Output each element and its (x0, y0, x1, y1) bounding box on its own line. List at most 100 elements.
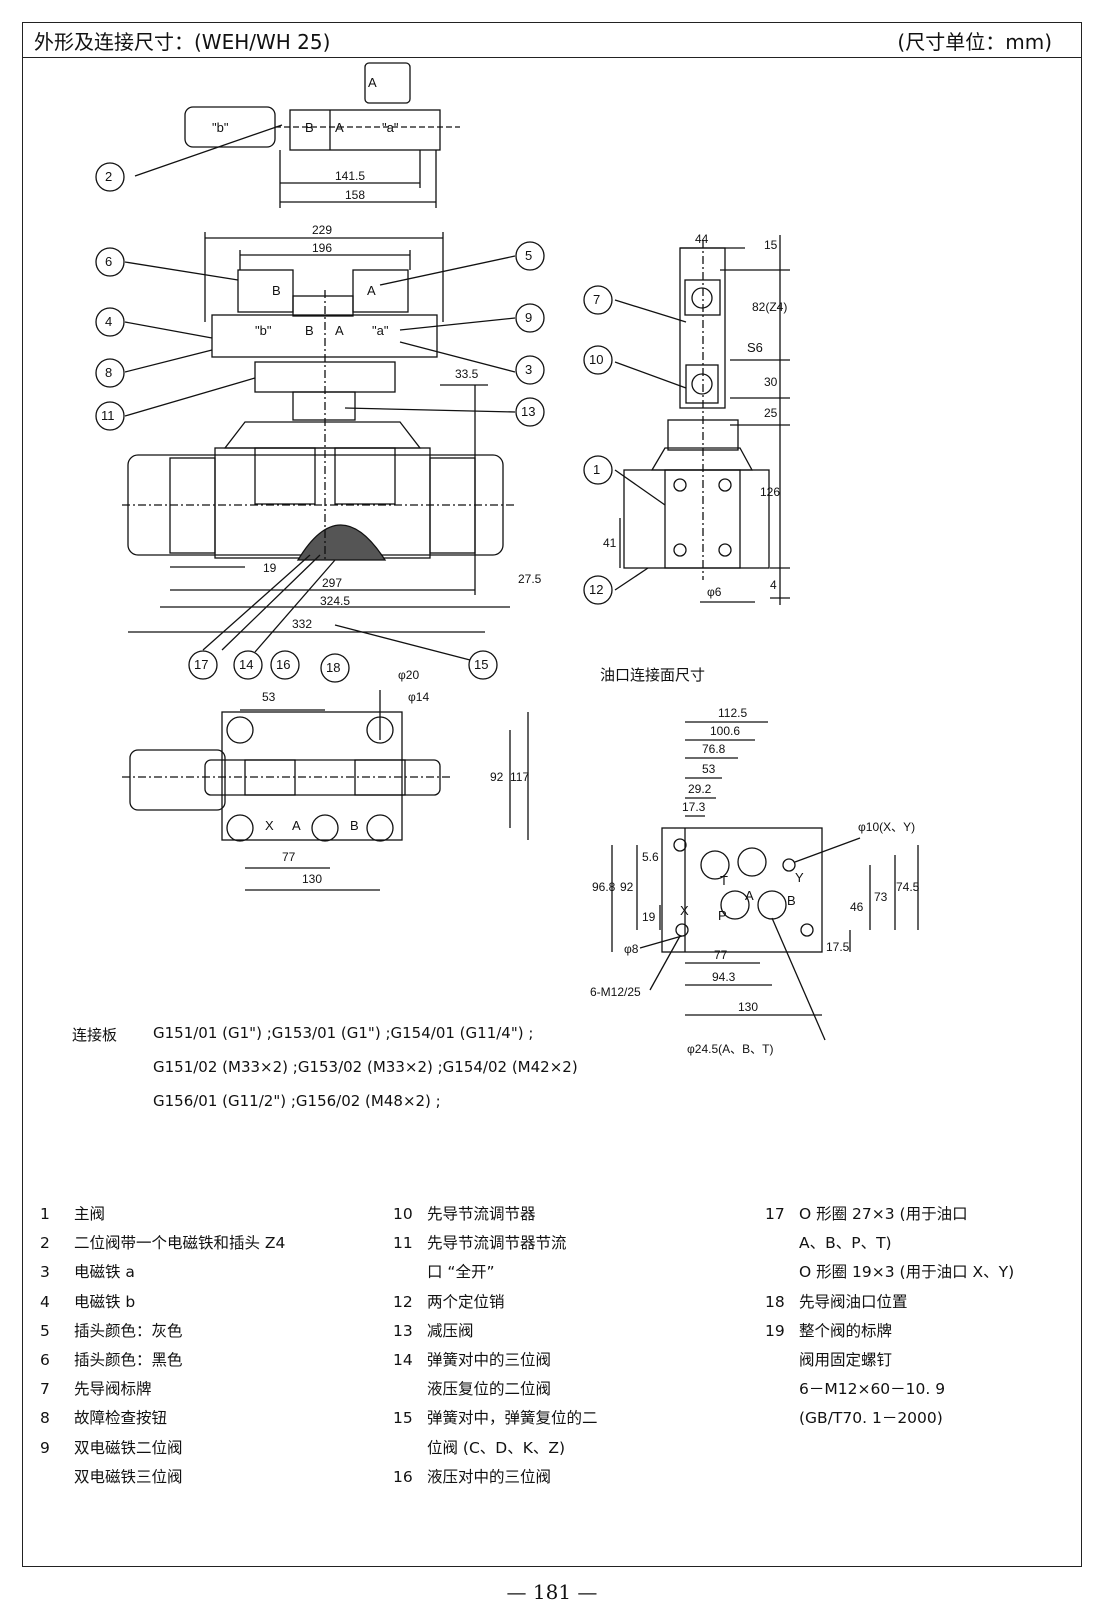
dim-41: 41 (603, 536, 617, 550)
port-a-label: A (292, 818, 301, 833)
dim-196: 196 (312, 241, 333, 255)
dim-46: 46 (850, 900, 864, 914)
connection-plate-line: G156/01 (G11/2") ;G156/02 (M48×2) ; (153, 1092, 441, 1110)
face-b-label: B (787, 893, 796, 908)
dim-15: 15 (764, 238, 778, 252)
port-x-label: X (265, 818, 274, 833)
dim-96-8: 96.8 (592, 880, 616, 894)
callout-12: 12 (589, 582, 604, 597)
solenoid-a-label: A (367, 283, 376, 298)
dim-92-face: 92 (620, 880, 634, 894)
dim-77-face: 77 (714, 948, 728, 962)
dim-297: 297 (322, 576, 343, 590)
callout-2: 2 (105, 169, 113, 184)
callout-4: 4 (105, 314, 113, 329)
dim-82-z4: 82(Z4) (752, 300, 788, 314)
dim-29-2: 29.2 (688, 782, 712, 796)
connection-plate-label: 连接板 (72, 1026, 118, 1044)
dim-27-5: 27.5 (518, 572, 542, 586)
connection-plate-line: G151/01 (G1") ;G153/01 (G1") ;G154/01 (G… (153, 1024, 534, 1042)
dim-229: 229 (312, 223, 333, 237)
page-frame (22, 22, 1082, 1567)
dim-117: 117 (510, 770, 530, 784)
dim-112-5: 112.5 (718, 706, 748, 720)
dim-19-face: 19 (642, 910, 656, 924)
callout-18: 18 (326, 660, 341, 675)
dim-130-face: 130 (738, 1000, 759, 1014)
dim-76-8: 76.8 (702, 742, 726, 756)
page-number: — 181 — (506, 1580, 598, 1604)
units-note: (尺寸单位：mm) (897, 30, 1052, 54)
dim-phi14: φ14 (408, 690, 430, 704)
dim-phi8: φ8 (624, 942, 639, 956)
dim-6-m12: 6-M12/25 (590, 985, 641, 999)
dim-100-6: 100.6 (710, 724, 741, 738)
s6-label: S6 (747, 340, 763, 355)
callout-1: 1 (593, 462, 601, 477)
solenoid-b-label: B (272, 283, 281, 298)
callout-16: 16 (276, 657, 291, 672)
callout-3: 3 (525, 362, 533, 377)
dim-126: 126 (760, 485, 781, 499)
dim-phi10-xy: φ10(X、Y) (858, 820, 916, 834)
callout-10: 10 (589, 352, 604, 367)
solenoid-b-label-top: B (305, 120, 314, 135)
page-title: 外形及连接尺寸：(WEH/WH 25) (34, 30, 331, 54)
dim-4: 4 (770, 578, 777, 592)
dim-73: 73 (874, 890, 888, 904)
face-p-label: P (718, 908, 727, 923)
callout-7: 7 (593, 292, 601, 307)
legend-item: 双电磁铁三位阀 (74, 1467, 183, 1486)
dim-top-158: 158 (345, 188, 366, 202)
legend-item: 位阀 (C、D、K、Z) (427, 1438, 566, 1457)
page-header: 外形及连接尺寸：(WEH/WH 25) (尺寸单位：mm) (22, 22, 1082, 58)
dim-130: 130 (302, 872, 323, 886)
callout-17: 17 (194, 657, 209, 672)
legend-item: (GB/T70. 1－2000) (799, 1409, 943, 1428)
legend-item: 6－M12×60－10. 9 (799, 1380, 946, 1399)
legend-item: A、B、P、T) (799, 1234, 892, 1253)
dim-53-face: 53 (702, 762, 716, 776)
face-x-label: X (680, 903, 689, 918)
dim-phi6: φ6 (707, 585, 722, 599)
port-b-label: B (350, 818, 359, 833)
legend-item: 口 “全开” (427, 1263, 495, 1282)
callout-8: 8 (105, 365, 113, 380)
plug-a-label-top: "a" (382, 120, 399, 135)
dim-19: 19 (263, 561, 277, 575)
plug-b-label: "b" (255, 323, 272, 338)
callout-5: 5 (525, 248, 533, 263)
dim-top-141: 141.5 (335, 169, 366, 183)
dim-44: 44 (695, 232, 709, 246)
dim-25: 25 (764, 406, 778, 420)
solenoid-b-label-2: B (305, 323, 314, 338)
connection-plate-line: G151/02 (M33×2) ;G153/02 (M33×2) ;G154/0… (153, 1058, 578, 1076)
dim-phi20: φ20 (398, 668, 420, 682)
dim-phi24-5: φ24.5(A、B、T) (687, 1042, 774, 1056)
plug-b-label-top: "b" (212, 120, 229, 135)
callout-11: 11 (101, 408, 115, 423)
port-face-title: 油口连接面尺寸 (600, 667, 706, 684)
face-y-label: Y (795, 870, 804, 885)
dim-17-5: 17.5 (826, 940, 850, 954)
plug-a-label: "a" (372, 323, 389, 338)
dim-92: 92 (490, 770, 504, 784)
dim-5-6: 5.6 (642, 850, 659, 864)
legend-item: 液压复位的二位阀 (427, 1380, 552, 1399)
